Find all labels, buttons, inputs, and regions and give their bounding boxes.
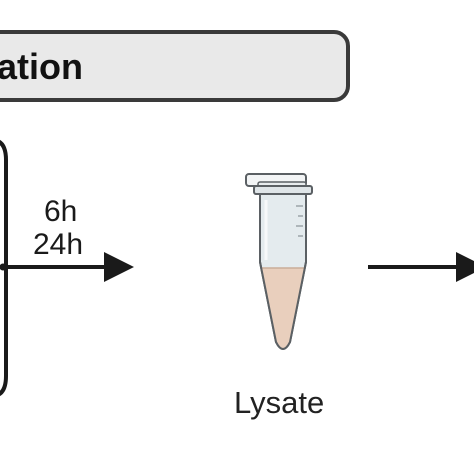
tube-rim: [253, 185, 313, 195]
header-label: ation: [0, 46, 83, 87]
timepoint-24h: 24h: [33, 228, 83, 261]
arrow-head-right: [456, 252, 474, 282]
arrow-to-next: [368, 252, 474, 282]
header-banner: ation: [0, 30, 350, 102]
timepoint-6h: 6h: [44, 195, 77, 228]
tube-outline: [259, 193, 307, 350]
tube-lysate-fill: [261, 268, 305, 349]
branch-node: [0, 263, 7, 271]
header-box: [0, 30, 350, 102]
sample-label: Lysate: [234, 385, 324, 420]
microtube-icon: [245, 173, 313, 350]
timeline-bracket: [0, 140, 8, 396]
arrow-to-lysate: [6, 252, 134, 282]
arrow-head: [104, 252, 134, 282]
